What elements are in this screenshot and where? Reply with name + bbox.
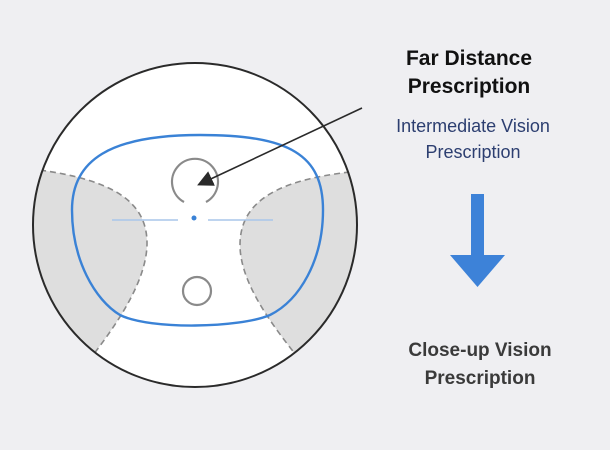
- intermediate-vision-label: Intermediate Vision Prescription: [363, 113, 583, 165]
- right-blur-zone: [240, 165, 357, 387]
- far-label-line2: Prescription: [407, 75, 531, 98]
- down-arrow-icon: [450, 194, 505, 287]
- fitting-cross-dot: [191, 215, 197, 221]
- near-vision-circle: [181, 275, 213, 307]
- right-blur-boundary: [239, 171, 351, 356]
- lens-outline: [32, 62, 358, 388]
- left-blur-boundary: [39, 169, 148, 356]
- frame-outline: [70, 133, 325, 327]
- close-up-vision-label: Close-up Vision Prescription: [380, 337, 580, 393]
- intermediate-label-line2: Prescription: [425, 142, 521, 162]
- close-label-line1: Close-up Vision: [408, 340, 552, 361]
- left-blur-zone: [33, 165, 148, 387]
- far-label-line1: Far Distance: [405, 47, 533, 70]
- far-distance-label: Far Distance Prescription: [369, 45, 569, 101]
- far-distance-circle: [170, 157, 220, 203]
- intermediate-label-line1: Intermediate Vision: [396, 116, 550, 136]
- close-label-line2: Prescription: [424, 368, 536, 389]
- far-distance-pointer-arrow: [197, 107, 363, 186]
